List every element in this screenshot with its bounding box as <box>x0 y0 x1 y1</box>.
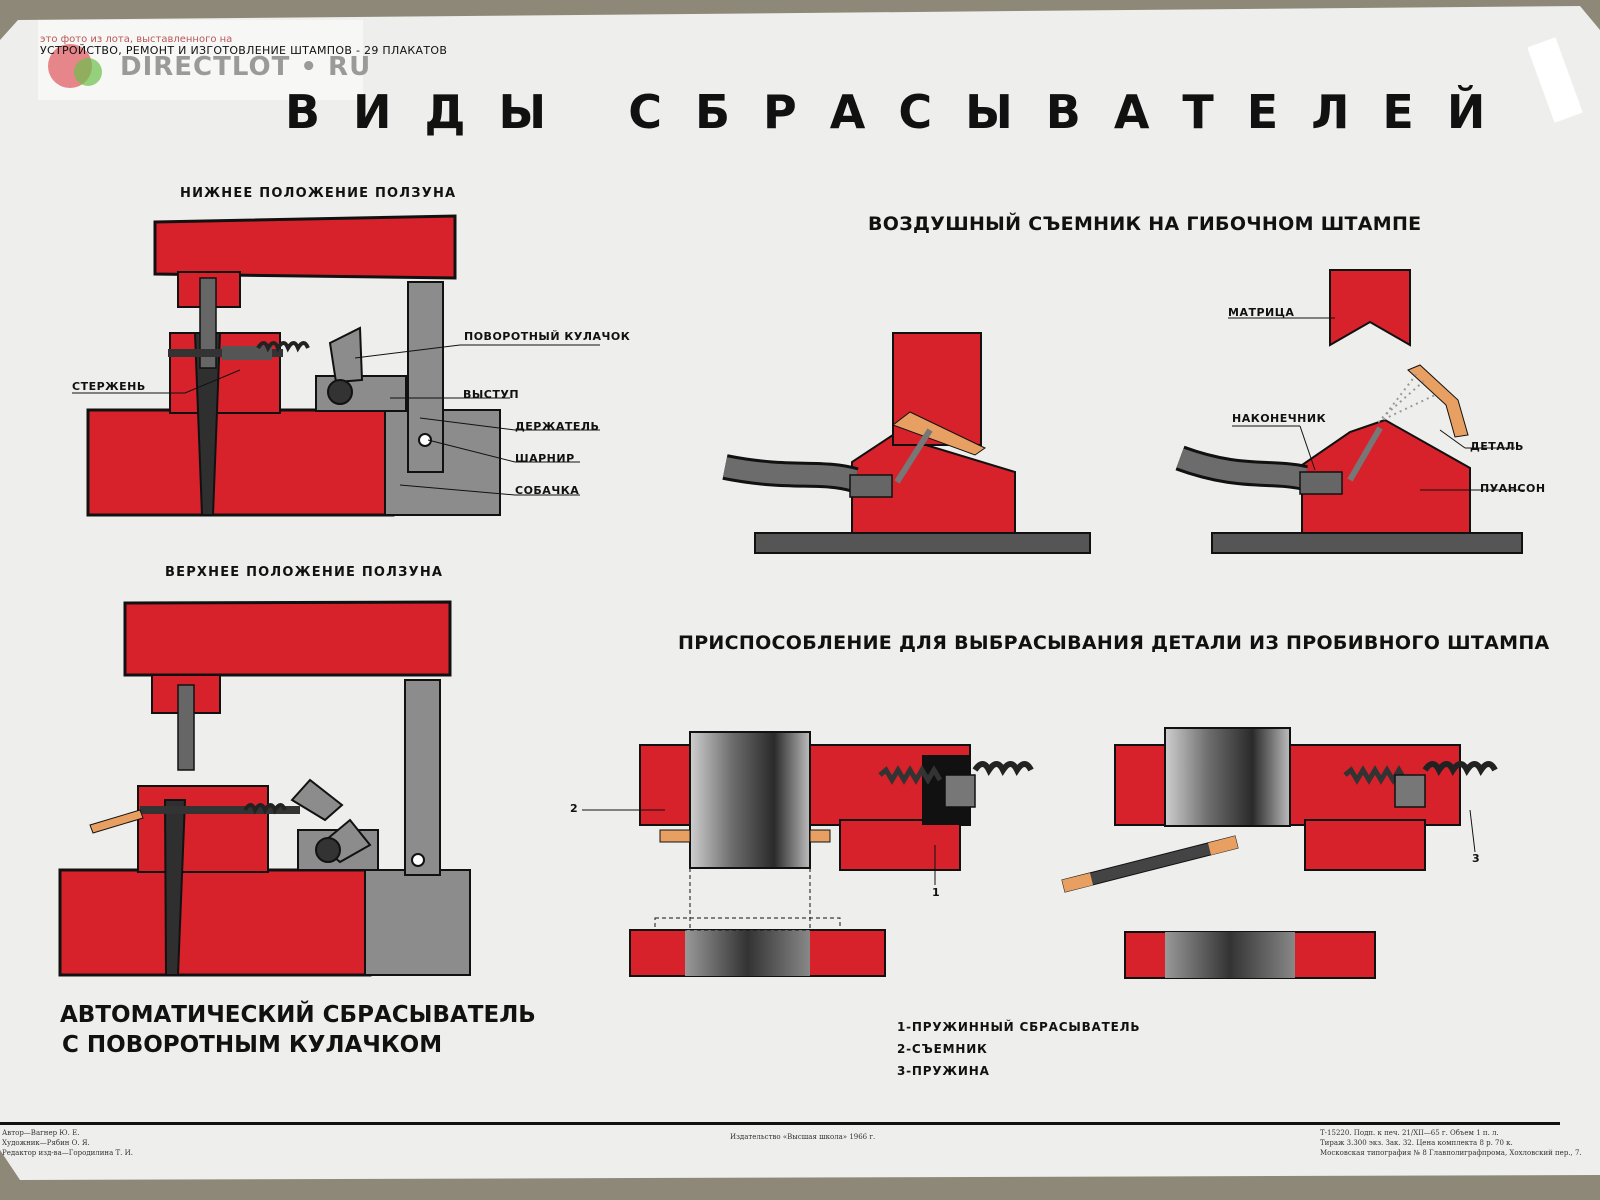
caption-upper-position: ВЕРХНЕЕ ПОЛОЖЕНИЕ ПОЛЗУНА <box>165 565 444 580</box>
credits-print-info: Т-15220. Подп. к печ. 21/XII—65 г. Объем… <box>1320 1128 1582 1158</box>
legend-item-2: 2-СЪЕМНИК <box>897 1042 988 1056</box>
credit-line: Автор—Вагнер Ю. Е. <box>2 1129 80 1137</box>
air-stripper-title: ВОЗДУШНЫЙ СЪЕМНИК НА ГИБОЧНОМ ШТАМПЕ <box>868 213 1422 235</box>
series-line: УСТРОЙСТВО, РЕМОНТ И ИЗГОТОВЛЕНИЕ ШТАМПО… <box>40 44 448 57</box>
callout-2: 2 <box>570 802 579 815</box>
credit-line: Художник—Рябин О. Я. <box>2 1139 90 1147</box>
diagram-lower-position <box>86 214 501 517</box>
leaders-air <box>1228 317 1525 491</box>
left-bottom-title-line-1: АВТОМАТИЧЕСКИЙ СБРАСЫВАТЕЛЬ <box>60 1002 536 1028</box>
label-matrix: МАТРИЦА <box>1228 306 1295 319</box>
credit-line: Редактор изд-ва—Городилина Т. И. <box>2 1149 133 1157</box>
callout-3: 3 <box>1472 852 1481 865</box>
diagram-punch-device-left <box>629 731 1034 977</box>
diagram-upper-position <box>58 600 471 977</box>
label-pawl: СОБАЧКА <box>515 484 580 497</box>
bottom-rule <box>0 1122 1560 1125</box>
leaders-lower <box>72 344 600 496</box>
poster-title: ВИДЫ СБРАСЫВАТЕЛЕЙ <box>285 85 1519 139</box>
punch-device-title: ПРИСПОСОБЛЕНИЕ ДЛЯ ВЫБРАСЫВАНИЯ ДЕТАЛИ И… <box>678 632 1550 654</box>
credit-line: Т-15220. Подп. к печ. 21/XII—65 г. Объем… <box>1320 1129 1499 1137</box>
corner-sticker <box>1527 37 1583 123</box>
watermark-logo-text: DIRECTLOT • RU <box>120 52 372 82</box>
diagram-punch-device-right <box>1061 727 1498 979</box>
label-part: ДЕТАЛЬ <box>1470 440 1524 453</box>
diagram-air-stripper-left <box>722 332 1091 554</box>
watermark-leaf-icon <box>74 58 102 86</box>
label-cam: ПОВОРОТНЫЙ КУЛАЧОК <box>464 330 631 343</box>
caption-lower-position: НИЖНЕЕ ПОЛОЖЕНИЕ ПОЛЗУНА <box>180 186 457 201</box>
diagram-air-stripper-right <box>1175 269 1523 554</box>
credit-line: Тираж 3.300 экз. Зак. 32. Цена комплекта… <box>1320 1139 1513 1147</box>
label-holder: ДЕРЖАТЕЛЬ <box>515 420 600 433</box>
label-rod: СТЕРЖЕНЬ <box>72 380 146 393</box>
left-bottom-title-line-2: С ПОВОРОТНЫМ КУЛАЧКОМ <box>62 1032 443 1058</box>
watermark-caption: это фото из лота, выставленного на <box>40 34 233 45</box>
credits-authors: Автор—Вагнер Ю. Е. Художник—Рябин О. Я. … <box>2 1128 133 1158</box>
leaders-punch <box>582 809 1476 885</box>
label-hinge: ШАРНИР <box>515 452 575 465</box>
credits-publisher: Издательство «Высшая школа» 1966 г. <box>730 1133 876 1141</box>
legend-item-3: 3-ПРУЖИНА <box>897 1064 990 1078</box>
label-nozzle: НАКОНЕЧНИК <box>1232 412 1327 425</box>
label-punch: ПУАНСОН <box>1480 482 1546 495</box>
credit-line: Московская типография № 8 Главполиграфпр… <box>1320 1149 1582 1157</box>
label-ledge: ВЫСТУП <box>463 388 520 401</box>
legend-item-1: 1-ПРУЖИННЫЙ СБРАСЫВАТЕЛЬ <box>897 1020 1141 1034</box>
left-bottom-title: АВТОМАТИЧЕСКИЙ СБРАСЫВАТЕЛЬ С ПОВОРОТНЫМ… <box>60 1000 536 1060</box>
callout-1: 1 <box>932 886 941 899</box>
